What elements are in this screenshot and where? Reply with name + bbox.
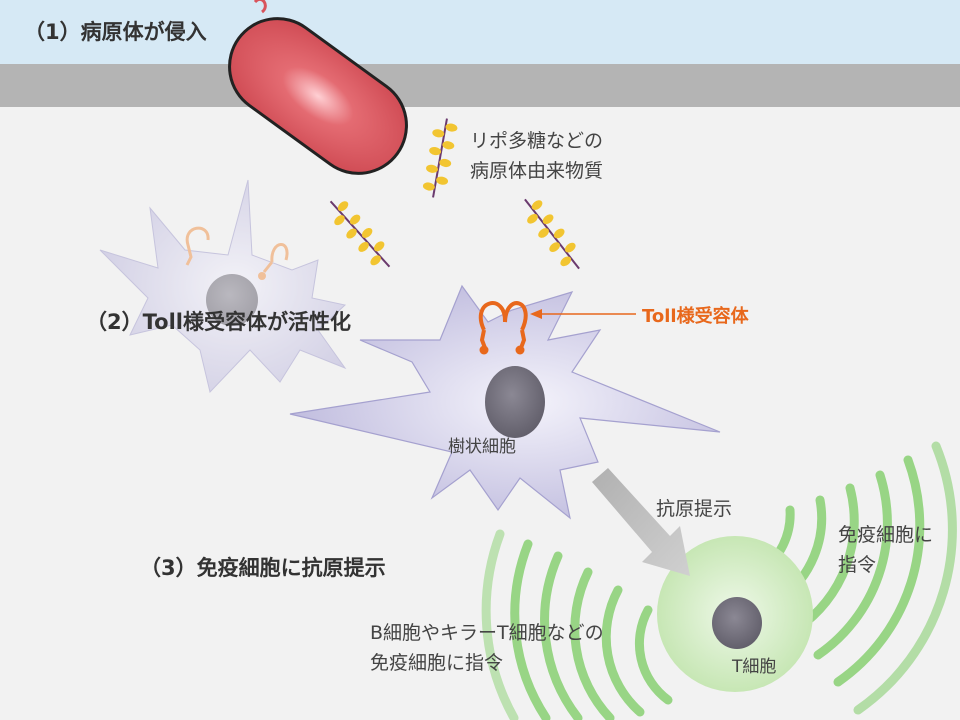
dendritic-cell-faded [99, 179, 347, 394]
dendritic-cell-label: 樹状細胞 [448, 437, 516, 457]
pamp-label-line2: 病原体由来物質 [470, 160, 604, 182]
outside-environment [0, 0, 960, 64]
bottom-instruction-line1: B細胞やキラーT細胞などの [370, 622, 604, 644]
step3-label: （3）免疫細胞に抗原提示 [140, 556, 386, 580]
t-cell-label: T細胞 [732, 657, 777, 677]
right-instruction-line1: 免疫細胞に [838, 524, 934, 546]
step1-label: （1）病原体が侵入 [24, 20, 207, 44]
epithelial-barrier [0, 64, 960, 107]
antigen-presentation-label: 抗原提示 [656, 498, 733, 520]
antigen-presentation-arrow [592, 468, 690, 576]
dendritic-cell [289, 284, 721, 520]
pamp-label-line1: リポ多糖などの [470, 130, 604, 152]
toll-label-arrow [530, 309, 636, 319]
right-instruction-line2: 指令 [838, 554, 877, 576]
lps-molecule-icon [524, 198, 580, 270]
bottom-instruction-label: B細胞やキラーT細胞などの 免疫細胞に指令 [370, 618, 604, 678]
right-instruction-label: 免疫細胞に 指令 [838, 520, 933, 580]
t-cell-nucleus [712, 597, 762, 649]
bottom-instruction-line2: 免疫細胞に指令 [370, 652, 504, 674]
pamp-label: リポ多糖などの 病原体由来物質 [470, 126, 603, 186]
lps-molecule-icon [329, 200, 391, 268]
signal-waves-left [481, 529, 673, 720]
dendritic-cell-nucleus [485, 366, 545, 438]
toll-like-receptor-icon [478, 301, 528, 349]
step2-label: （2）Toll様受容体が活性化 [86, 310, 351, 334]
lps-molecule-icon [422, 118, 458, 198]
t-cell [657, 536, 813, 692]
toll-receptor-label: Toll様受容体 [642, 306, 749, 327]
